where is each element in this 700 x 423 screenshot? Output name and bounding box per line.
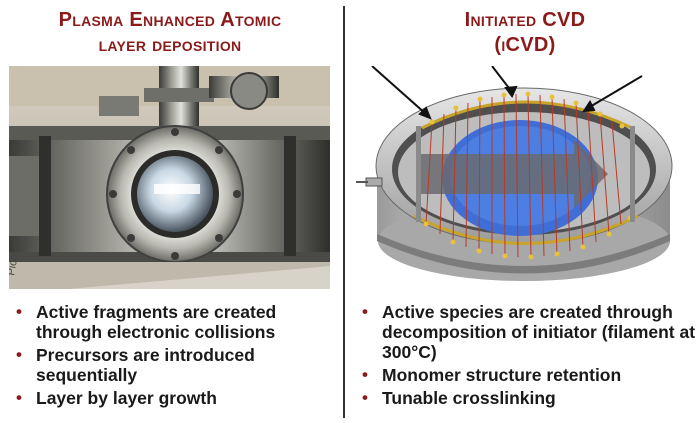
- list-item: • Precursors are introduced sequentially: [12, 345, 337, 385]
- peald-title-line1: Plasma Enhanced Atomic: [58, 9, 282, 31]
- icvd-title: Initiated CVD (iCVD): [350, 8, 700, 58]
- bullet-dot-icon: •: [362, 302, 368, 321]
- peald-title: Plasma Enhanced Atomic layer deposition: [0, 8, 340, 58]
- bullet-dot-icon: •: [16, 388, 22, 407]
- peald-bullet-list: • Active fragments are created through el…: [12, 302, 337, 411]
- bullet-text: Active fragments are created through ele…: [36, 302, 277, 342]
- bullet-text: Active species are created through decom…: [382, 302, 696, 362]
- list-item: • Active fragments are created through el…: [12, 302, 337, 342]
- icvd-title-line2: (iCVD): [494, 34, 556, 56]
- peald-bullets-wrap: • Active fragments are created through el…: [0, 0, 340, 423]
- peald-column: Plasma Enhanced Atomic layer deposition: [0, 0, 340, 423]
- bullet-dot-icon: •: [362, 388, 368, 407]
- list-item: • Layer by layer growth: [12, 388, 337, 408]
- list-item: • Tunable crosslinking: [358, 388, 698, 408]
- list-item: • Monomer structure retention: [358, 365, 698, 385]
- bullet-dot-icon: •: [16, 345, 22, 364]
- center-divider: [343, 6, 345, 418]
- icvd-bullet-list: • Active species are created through deco…: [358, 302, 698, 411]
- peald-reactor-photo: Picosun: [9, 66, 330, 289]
- bullet-text: Monomer structure retention: [382, 365, 622, 385]
- bullet-dot-icon: •: [16, 302, 22, 321]
- list-item: • Active species are created through deco…: [358, 302, 698, 362]
- bullet-text: Layer by layer growth: [36, 388, 217, 408]
- bullet-text: Precursors are introduced sequentially: [36, 345, 255, 385]
- icvd-reactor-diagram: [356, 66, 673, 281]
- bullet-dot-icon: •: [362, 365, 368, 384]
- icvd-column: Initiated CVD (iCVD) • Active species are…: [350, 0, 700, 423]
- peald-title-line2: layer deposition: [98, 34, 242, 56]
- icvd-title-line1: Initiated CVD: [464, 9, 586, 31]
- bullet-text: Tunable crosslinking: [382, 388, 556, 408]
